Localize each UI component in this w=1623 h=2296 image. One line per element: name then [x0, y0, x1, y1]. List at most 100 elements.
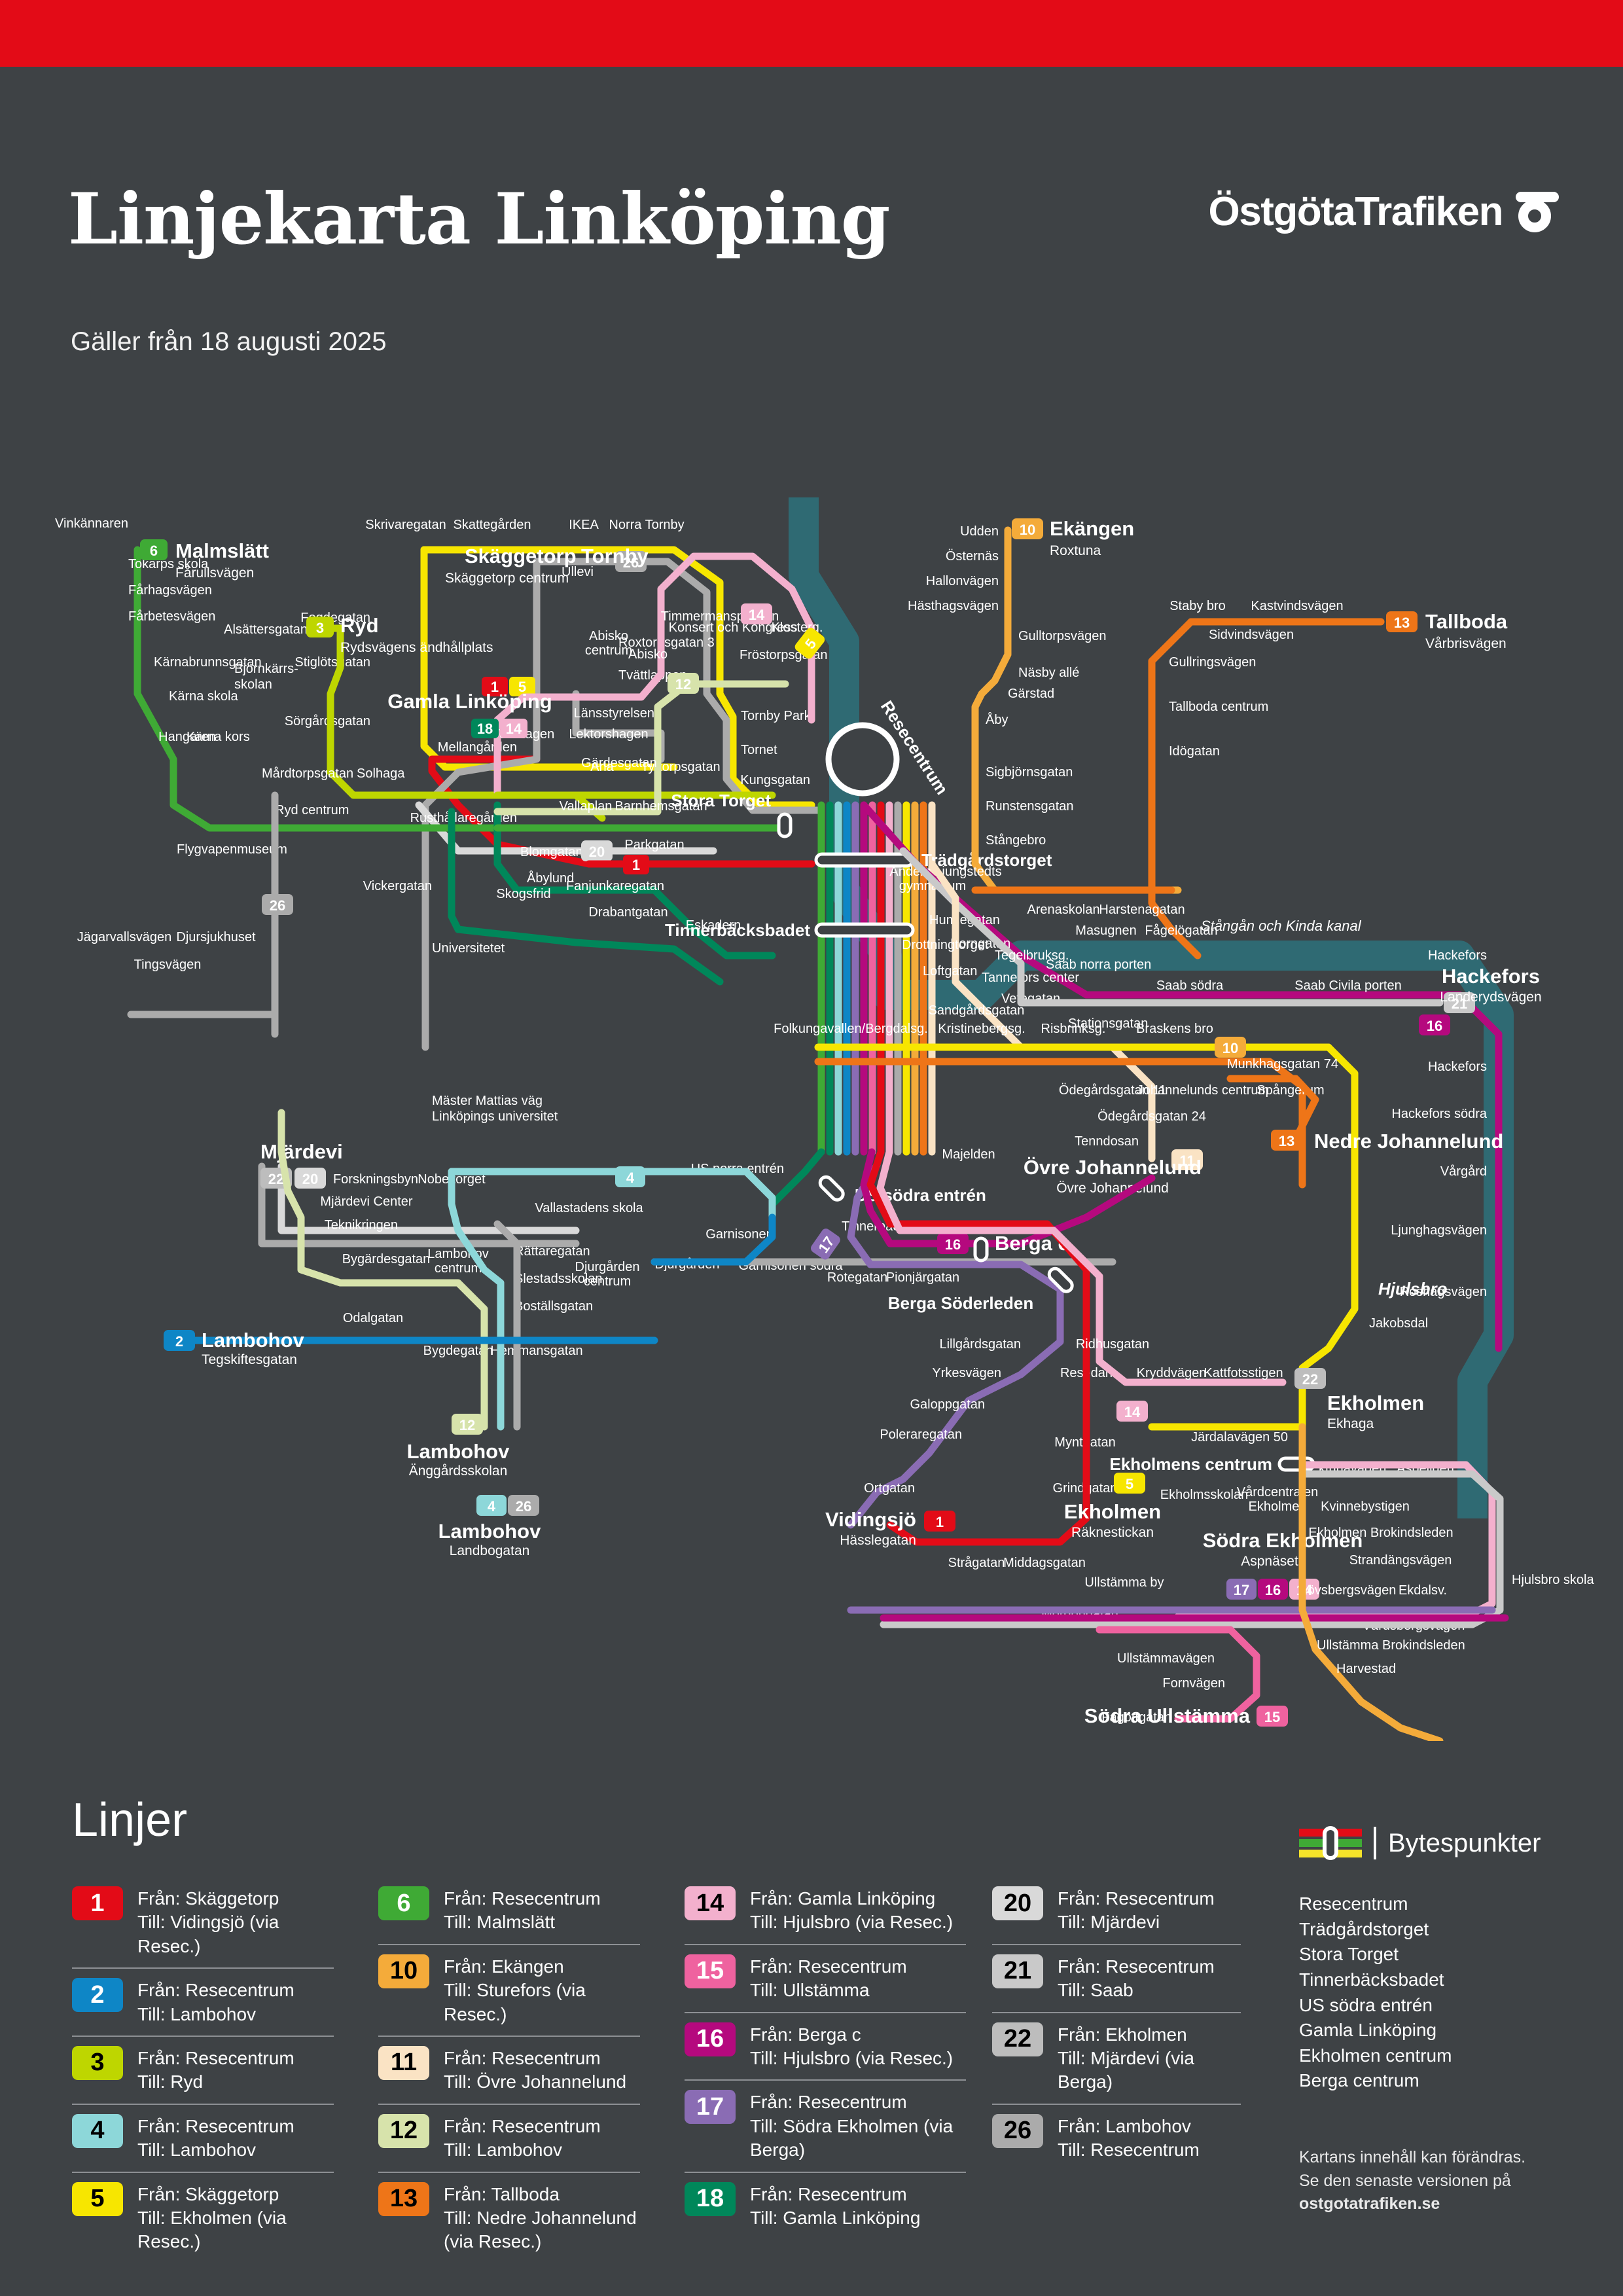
line-to: Till: Mjärdevi [1058, 1912, 1160, 1933]
svg-text:14: 14 [506, 721, 522, 737]
line-from: Från: Ekholmen [1058, 2024, 1187, 2045]
line-badge-16: 16 [685, 2022, 736, 2056]
disclaimer-line-2: Se den senaste versionen på [1299, 2171, 1511, 2190]
svg-text:16: 16 [1265, 1582, 1281, 1598]
line-badge-21: 21 [992, 1954, 1043, 1988]
svg-text:16: 16 [1427, 1018, 1442, 1034]
line-to: Till: Nedre Johannelund (via Resec.) [444, 2207, 637, 2252]
svg-text:Garnisonen: Garnisonen [705, 1227, 773, 1242]
svg-text:Slestadsskolan: Slestadsskolan [514, 1272, 603, 1286]
svg-text:Johannelunds centrum: Johannelunds centrum [1137, 1083, 1269, 1098]
svg-text:Risbrinksg.: Risbrinksg. [1041, 1022, 1106, 1036]
svg-text:Folkungavallen/Bergdalsg.: Folkungavallen/Bergdalsg. [774, 1022, 928, 1036]
line-badge-2: 2 [72, 1978, 123, 2013]
svg-text:IKEA: IKEA [569, 518, 599, 532]
svg-text:16: 16 [945, 1236, 961, 1253]
disclaimer-line-1: Kartans innehåll kan förändras. [1299, 2148, 1526, 2166]
line-from: Från: Resecentrum [1058, 1956, 1215, 1977]
svg-text:Rydsvägens ändhållplats: Rydsvägens ändhållplats [340, 640, 493, 655]
svg-text:Ekängen: Ekängen [1050, 517, 1134, 540]
svg-text:Ekholmen: Ekholmen [1327, 1391, 1424, 1414]
svg-text:Fårhagsvägen: Fårhagsvägen [128, 583, 212, 598]
svg-text:Stora Torget: Stora Torget [671, 791, 771, 810]
svg-text:Fornvägen: Fornvägen [1162, 1676, 1225, 1691]
svg-text:Kärna skola: Kärna skola [169, 689, 238, 704]
svg-text:10: 10 [1222, 1040, 1238, 1056]
svg-text:Roxtorpsgatan 3: Roxtorpsgatan 3 [618, 636, 715, 650]
svg-text:Idögatan: Idögatan [1169, 744, 1220, 759]
line-from: Från: Resecentrum [137, 2115, 294, 2136]
line-badge-20: 20 [992, 1886, 1043, 1920]
interchange-point: Trädgårdstorget [1299, 1918, 1429, 1939]
line-from: Från: Resecentrum [137, 2047, 294, 2068]
svg-text:21: 21 [1452, 996, 1467, 1012]
svg-text:Tegskiftesgatan: Tegskiftesgatan [202, 1352, 297, 1367]
svg-text:20: 20 [589, 844, 605, 860]
svg-text:Södra Ullstämma: Södra Ullstämma [1084, 1704, 1251, 1727]
svg-text:Tornby Park: Tornby Park [741, 709, 812, 723]
svg-text:4: 4 [626, 1170, 635, 1186]
svg-text:Skrivaregatan: Skrivaregatan [365, 518, 446, 532]
svg-text:Blomgatan: Blomgatan [520, 845, 583, 859]
svg-text:Drottningtorget: Drottningtorget [902, 938, 989, 952]
svg-text:Ekholmsskolan: Ekholmsskolan [1160, 1488, 1249, 1502]
line-badge-1: 1 [72, 1886, 123, 1920]
line-from: Från: Resecentrum [1058, 1888, 1215, 1909]
svg-text:Ryd centrum: Ryd centrum [275, 803, 349, 817]
svg-text:Bygdegatan: Bygdegatan [423, 1344, 493, 1358]
interchange-point: Berga centrum [1299, 2070, 1419, 2091]
svg-text:Sigbjörnsgatan: Sigbjörnsgatan [986, 765, 1073, 780]
line-from: Från: Berga c [750, 2024, 861, 2045]
svg-text:Munkhagsgatan 74: Munkhagsgatan 74 [1227, 1057, 1338, 1071]
svg-text:Kärna kors: Kärna kors [187, 730, 250, 744]
svg-text:Östernäs: Östernäs [946, 549, 999, 564]
svg-text:10: 10 [1020, 522, 1035, 538]
svg-text:Kristinebergsg.: Kristinebergsg. [938, 1022, 1025, 1036]
line-to: Till: Ekholmen (via Resec.) [137, 2207, 287, 2252]
svg-text:Ortgatan: Ortgatan [864, 1481, 915, 1496]
svg-text:Vidingsjö: Vidingsjö [825, 1508, 916, 1531]
svg-text:Hästhagsvägen: Hästhagsvägen [908, 599, 999, 613]
brand-logo-text: ÖstgötaTrafiken [1208, 189, 1504, 234]
line-badge-13: 13 [378, 2181, 429, 2216]
svg-text:Ullevi: Ullevi [562, 565, 594, 579]
line-from: Från: Skäggetorp [137, 1888, 279, 1909]
svg-text:Åby: Åby [986, 712, 1008, 727]
water-label: Stångån och Kinda kanal [1201, 918, 1362, 934]
svg-text:Lövsbergsvägen: Lövsbergsvägen [1300, 1583, 1397, 1598]
line-from: Från: Skäggetorp [137, 2183, 279, 2204]
svg-text:Stiglötsgatan: Stiglötsgatan [294, 655, 370, 670]
svg-text:Tornby: Tornby [581, 545, 649, 567]
brand-logo-mark [1512, 189, 1563, 235]
svg-text:Skattegården: Skattegården [454, 518, 531, 532]
interchange-point: Resecentrum [1299, 1893, 1408, 1914]
svg-text:Jägarvallsvägen: Jägarvallsvägen [77, 930, 172, 944]
svg-text:Kungsgatan: Kungsgatan [740, 773, 810, 787]
website-url[interactable]: ostgotatrafiken.se [1299, 2195, 1440, 2213]
svg-text:Galoppgatan: Galoppgatan [910, 1397, 985, 1412]
svg-text:Gärstad: Gärstad [1008, 687, 1054, 701]
line-from: Från: Resecentrum [137, 1980, 294, 2001]
interchange-point: US södra entrén [1299, 1994, 1433, 2015]
svg-text:Norra Tornby: Norra Tornby [609, 518, 684, 532]
svg-text:Lambohov: Lambohov [438, 1520, 541, 1543]
